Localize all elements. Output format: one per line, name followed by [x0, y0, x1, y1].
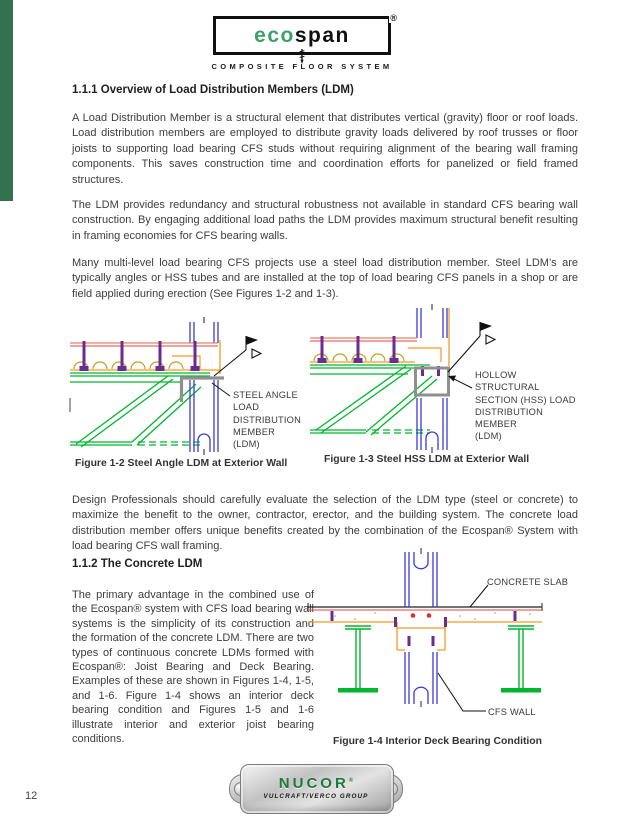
fig2-caption: Figure 1-2 Steel Angle LDM at Exterior W… [75, 458, 288, 469]
paragraph-111-2: The LDM provides redundancy and structur… [72, 199, 578, 242]
ecospan-tagline: COMPOSITE FLOOR SYSTEM [211, 62, 393, 71]
figure-1-3-drawing [310, 304, 497, 453]
fig4-caption: Figure 1-4 Interior Deck Bearing Conditi… [333, 736, 542, 747]
page-number: 12 [25, 790, 38, 802]
ecospan-logo-box: ecospan ® [213, 13, 398, 64]
section-heading-112: 1.1.2 The Concrete LDM [72, 558, 203, 570]
nucor-registered-mark: ® [348, 778, 354, 784]
ecospan-span-text: span [294, 24, 350, 47]
fig3-callout-label: HOLLOW STRUCTURAL SECTION (HSS) LOAD DIS… [475, 370, 576, 442]
weld-flag-icon [447, 322, 497, 373]
nucor-brand-text: NUCOR [278, 775, 349, 792]
fig3-caption: Figure 1-3 Steel HSS LDM at Exterior Wal… [324, 454, 530, 465]
sidebar-accent-bar [0, 0, 13, 201]
paragraph-112-1: The primary advantage in the combined us… [72, 589, 314, 746]
ecospan-wordmark: ecospan [254, 25, 350, 46]
ecospan-eco-text: eco [254, 24, 295, 47]
fastener-marks [317, 336, 440, 376]
registered-mark: ® [389, 13, 398, 23]
nucor-logo-text: NUCOR® VULCRAFT/VERCO GROUP [240, 764, 392, 812]
nucor-plate [240, 764, 394, 814]
paragraph-111-4: Design Professionals should carefully ev… [72, 494, 578, 553]
fig2-callout-label: STEEL ANGLE LOAD DISTRIBUTION MEMBER (LD… [233, 390, 301, 450]
fig4-wall-label: CFS WALL [488, 707, 536, 717]
nucor-logo: NUCOR® VULCRAFT/VERCO GROUP [229, 764, 403, 814]
weld-flag-icon [213, 336, 263, 377]
screw-icon [299, 49, 305, 64]
paragraph-111-1: A Load Distribution Member is a structur… [72, 112, 578, 186]
nucor-brand: NUCOR® [279, 776, 353, 791]
fastener-marks [79, 341, 200, 371]
paragraph-111-3: Many multi-level load bearing CFS projec… [72, 257, 578, 300]
figure-1-2-drawing [69, 317, 263, 455]
figure-1-4-drawing [307, 548, 543, 712]
fastener-marks [330, 611, 517, 646]
concrete-speckles [334, 612, 531, 620]
nucor-group-text: VULCRAFT/VERCO GROUP [263, 793, 369, 800]
section-heading-111: 1.1.1 Overview of Load Distribution Memb… [72, 84, 354, 96]
ecospan-logo: ecospan ® COMPOSITE FLOOR SYSTEM [192, 13, 412, 71]
fig4-slab-label: CONCRETE SLAB [487, 577, 569, 587]
